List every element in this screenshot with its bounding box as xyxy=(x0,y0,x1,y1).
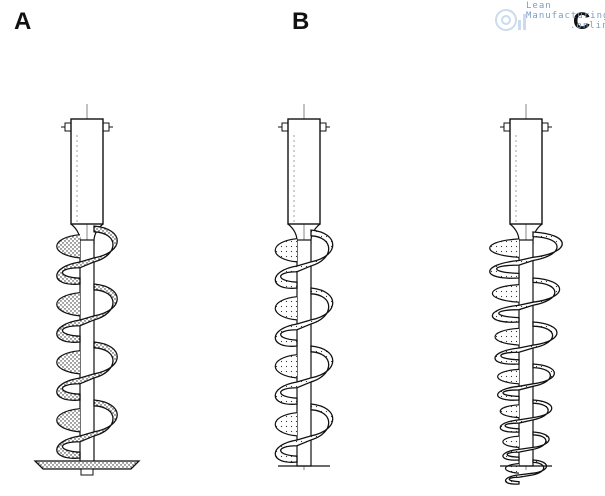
flight-turn xyxy=(56,283,118,343)
watermark-line-1: Lean xyxy=(526,1,552,11)
pin-end-left xyxy=(281,122,289,132)
base-hub xyxy=(80,468,94,476)
screw-c xyxy=(489,104,563,485)
flight-back-edge xyxy=(497,368,520,385)
screw-a xyxy=(33,104,141,476)
flight-back-edge xyxy=(274,238,298,263)
flight-back-edge xyxy=(504,463,520,474)
flight-back-edge xyxy=(56,234,81,259)
pin-end-left xyxy=(64,122,72,132)
flight-turn xyxy=(502,431,550,461)
flight-back-edge xyxy=(489,238,520,258)
flight-back-edge xyxy=(274,354,298,379)
flight-turn xyxy=(274,229,334,289)
flight-turn xyxy=(491,277,561,323)
watermark-text: Lean Manufacturing .online xyxy=(526,1,605,31)
base-plate xyxy=(33,460,141,470)
pin-end-right xyxy=(541,122,549,132)
flight-turn xyxy=(56,225,118,285)
flight-back-edge xyxy=(56,408,81,433)
panel-label-b: B xyxy=(292,8,310,35)
flight-back-edge xyxy=(491,284,520,303)
flight-turn xyxy=(489,231,563,279)
flight-back-edge xyxy=(502,435,520,448)
flight-turn xyxy=(56,341,118,401)
flight-back-edge xyxy=(56,350,81,375)
screw-core xyxy=(296,239,312,467)
screw-core xyxy=(79,239,95,466)
flight-turn xyxy=(274,345,334,405)
pin-end-right xyxy=(319,122,327,132)
panel-label-c: C xyxy=(573,8,591,35)
pin-end-left xyxy=(503,122,511,132)
watermark-line-3: .online xyxy=(570,21,605,31)
flight-turn xyxy=(497,363,555,401)
flight-turn xyxy=(274,287,334,347)
flight-turn xyxy=(274,403,334,463)
flight-back-edge xyxy=(494,327,520,346)
flight-back-edge xyxy=(499,404,520,419)
watermark-line-2: Manufacturing xyxy=(526,11,605,21)
flight-back-edge xyxy=(56,292,81,317)
drive-shaft xyxy=(70,118,104,225)
drive-shaft xyxy=(509,118,543,225)
flight-back-edge xyxy=(274,412,298,437)
watermark-logo xyxy=(495,9,526,31)
panel-label-a: A xyxy=(14,8,32,35)
flight-turn xyxy=(56,399,118,459)
flight-back-edge xyxy=(274,296,298,321)
drive-shaft xyxy=(287,118,321,225)
pin-end-right xyxy=(102,122,110,132)
screw-core xyxy=(518,239,534,467)
flight-turn xyxy=(499,399,553,433)
flight-turn xyxy=(494,321,558,365)
flight-turn xyxy=(504,459,548,485)
screw-b xyxy=(274,104,334,470)
